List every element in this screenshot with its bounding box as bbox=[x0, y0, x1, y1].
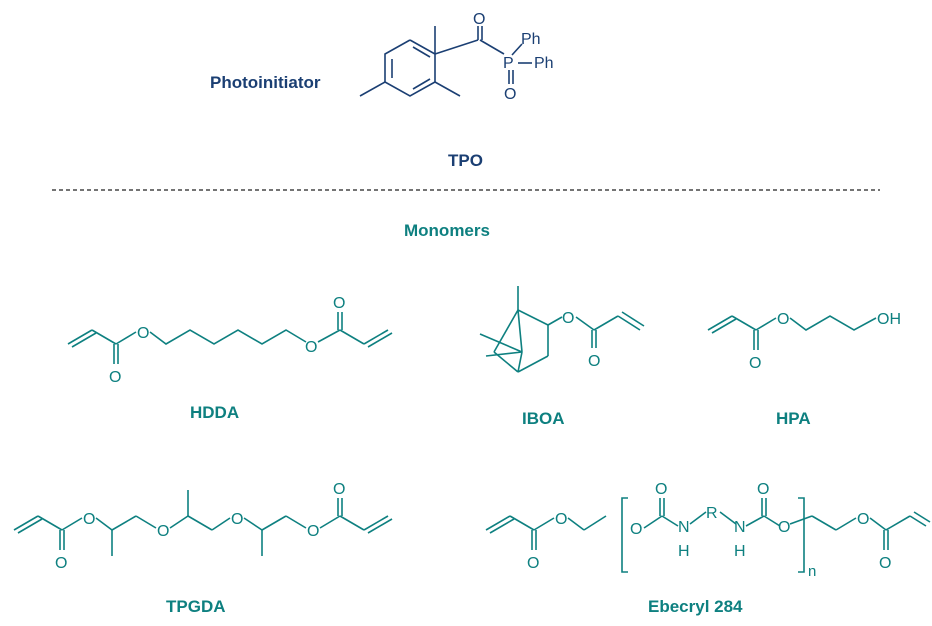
hpa-structure bbox=[707, 315, 877, 350]
monomers-heading: Monomers bbox=[404, 221, 490, 240]
hdda-atom-o3: O bbox=[305, 339, 317, 356]
ebecryl-atom-n1: N bbox=[678, 519, 690, 536]
iboa-structure bbox=[479, 286, 645, 373]
tpgda-structure bbox=[13, 490, 393, 556]
ebecryl-atom-o7: O bbox=[857, 511, 869, 528]
hpa-atom-o2: O bbox=[749, 355, 761, 372]
ebecryl-atom-o3: O bbox=[630, 521, 642, 538]
hdda-atom-o2: O bbox=[109, 369, 121, 386]
photoinitiator-heading: Photoinitiator bbox=[210, 73, 321, 92]
tpgda-atom-o4: O bbox=[231, 511, 243, 528]
tpo-atom-o-phosphoryl: O bbox=[504, 86, 516, 103]
tpo-atom-p: P bbox=[503, 55, 514, 72]
tpo-name-label: TPO bbox=[448, 151, 483, 170]
hdda-name-label: HDDA bbox=[190, 403, 239, 422]
ebecryl-atom-o6: O bbox=[778, 519, 790, 536]
ebecryl-atom-o4: O bbox=[655, 481, 667, 498]
ebecryl-atom-r: R bbox=[706, 505, 718, 522]
tpo-atom-ph1: Ph bbox=[521, 31, 541, 48]
tpgda-atom-o1: O bbox=[83, 511, 95, 528]
ebecryl-atom-o5: O bbox=[757, 481, 769, 498]
ebecryl-atom-h2: H bbox=[734, 543, 746, 560]
hpa-atom-oh: OH bbox=[877, 311, 901, 328]
ebecryl-atom-o2: O bbox=[527, 555, 539, 572]
tpgda-atom-o6: O bbox=[333, 481, 345, 498]
hpa-name-label: HPA bbox=[776, 409, 811, 428]
iboa-atom-o1: O bbox=[562, 310, 574, 327]
iboa-atom-o2: O bbox=[588, 353, 600, 370]
tpo-structure bbox=[359, 26, 532, 97]
tpgda-atom-o3: O bbox=[157, 523, 169, 540]
ebecryl-repeat-n: n bbox=[808, 563, 816, 580]
tpgda-name-label: TPGDA bbox=[166, 597, 226, 616]
ebecryl-name-label: Ebecryl 284 bbox=[648, 597, 743, 616]
hdda-atom-o1: O bbox=[137, 325, 149, 342]
iboa-name-label: IBOA bbox=[522, 409, 565, 428]
hdda-structure bbox=[67, 312, 393, 364]
hdda-atom-o4: O bbox=[333, 295, 345, 312]
photoinitiator-section: Photoinitiator O P bbox=[210, 11, 554, 170]
ebecryl-structure bbox=[485, 497, 931, 573]
ebecryl-atom-o8: O bbox=[879, 555, 891, 572]
tpgda-atom-o5: O bbox=[307, 523, 319, 540]
tpo-atom-o-carbonyl: O bbox=[473, 11, 485, 28]
hpa-atom-o1: O bbox=[777, 311, 789, 328]
ebecryl-atom-o1: O bbox=[555, 511, 567, 528]
tpo-atom-ph2: Ph bbox=[534, 55, 554, 72]
ebecryl-atom-n2: N bbox=[734, 519, 746, 536]
ebecryl-atom-h1: H bbox=[678, 543, 690, 560]
tpgda-atom-o2: O bbox=[55, 555, 67, 572]
